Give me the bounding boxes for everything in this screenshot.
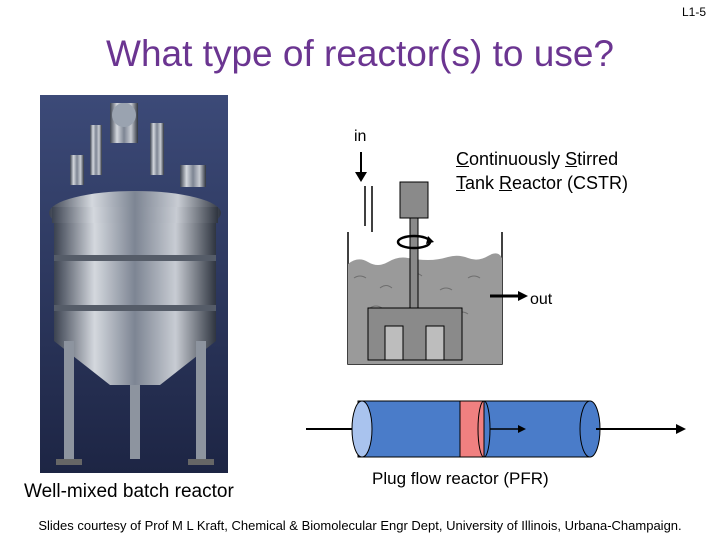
batch-reactor-photo — [40, 95, 228, 473]
cstr-inlet-label: in — [354, 128, 367, 145]
cstr-diagram — [347, 152, 528, 365]
cstr-outlet-label: out — [530, 291, 553, 308]
cstr-label: Continuously Stirred Tank Reactor (CSTR) — [456, 147, 628, 195]
cstr-label-line1: Continuously Stirred — [456, 149, 619, 169]
credit-line: Slides courtesy of Prof M L Kraft, Chemi… — [38, 518, 682, 533]
slide-title: What type of reactor(s) to use? — [106, 33, 614, 74]
slide-number: L1-5 — [681, 5, 706, 19]
cstr-label-line2: Tank Reactor (CSTR) — [456, 173, 629, 193]
pfr-diagram — [306, 400, 686, 458]
pfr-label: Plug flow reactor (PFR) — [372, 469, 549, 488]
batch-reactor-label: Well-mixed batch reactor — [24, 481, 234, 502]
